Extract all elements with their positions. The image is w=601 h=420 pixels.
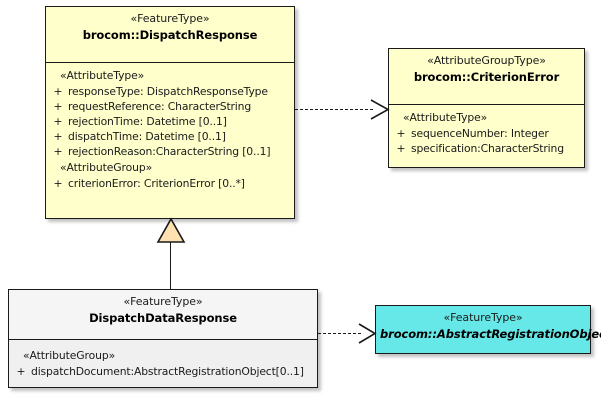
class-body-dispatch-data-response: «AttributeGroup» + dispatchDocument:Abst… (9, 340, 317, 384)
class-header-abstract-registration-object: «FeatureType» brocom::AbstractRegistrati… (376, 306, 601, 353)
attribute-row[interactable]: + responseType: DispatchResponseType (48, 84, 292, 99)
attribute-visibility: + (53, 130, 63, 143)
attribute-visibility: + (396, 127, 406, 140)
class-box-dispatch-data-response[interactable]: «FeatureType» DispatchDataResponse «Attr… (8, 289, 318, 388)
class-header-criterion-error: «AttributeGroupType» brocom::CriterionEr… (389, 49, 584, 105)
attribute-signature: criterionError: CriterionError [0..*] (68, 177, 245, 190)
attribute-visibility: + (53, 177, 63, 190)
attribute-visibility: + (53, 85, 63, 98)
class-stereotype: «FeatureType» (123, 295, 203, 308)
dependency-line-dispatchresponse-criterionerror (295, 109, 373, 110)
attribute-signature: sequenceNumber: Integer (411, 127, 549, 140)
attribute-row[interactable]: + specification:CharacterString (391, 141, 582, 156)
class-name: brocom::DispatchResponse (82, 27, 258, 42)
class-header-dispatch-response: «FeatureType» brocom::DispatchResponse (46, 7, 294, 63)
class-body-dispatch-response: «AttributeType» + responseType: Dispatch… (46, 63, 294, 196)
hollow-triangle-arrowhead-generalization (156, 217, 186, 243)
compartment-group-label: «AttributeType» (403, 111, 488, 124)
class-stereotype: «FeatureType» (443, 311, 523, 324)
attribute-signature: dispatchDocument:AbstractRegistrationObj… (31, 365, 304, 378)
class-name: DispatchDataResponse (89, 310, 237, 325)
attribute-signature: responseType: DispatchResponseType (68, 85, 268, 98)
open-arrowhead-criterionerror (370, 99, 390, 120)
attribute-row[interactable]: + sequenceNumber: Integer (391, 126, 582, 141)
attribute-row[interactable]: + rejectionReason:CharacterString [0..1] (48, 144, 292, 159)
class-header-dispatch-data-response: «FeatureType» DispatchDataResponse (9, 290, 317, 340)
attribute-visibility: + (53, 100, 63, 113)
compartment-group-label: «AttributeType» (60, 69, 145, 82)
attribute-row[interactable]: + dispatchDocument:AbstractRegistrationO… (11, 364, 315, 379)
attribute-row[interactable]: + rejectionTime: Datetime [0..1] (48, 114, 292, 129)
class-stereotype: «FeatureType» (130, 12, 210, 25)
class-body-criterion-error: «AttributeType» + sequenceNumber: Intege… (389, 105, 584, 161)
attribute-visibility: + (53, 115, 63, 128)
compartment-group-label: «AttributeGroup» (60, 161, 153, 174)
dependency-line-dispatchdataresponse-abstractregistrationobject (318, 333, 361, 334)
attribute-signature: dispatchTime: Datetime [0..1] (68, 130, 226, 143)
attribute-row[interactable]: + dispatchTime: Datetime [0..1] (48, 129, 292, 144)
attribute-signature: rejectionTime: Datetime [0..1] (68, 115, 227, 128)
class-name: brocom::AbstractRegistrationObject (380, 326, 601, 341)
attribute-row[interactable]: + requestReference: CharacterString (48, 99, 292, 114)
attribute-visibility: + (16, 365, 26, 378)
class-box-criterion-error[interactable]: «AttributeGroupType» brocom::CriterionEr… (388, 48, 585, 168)
open-arrowhead-abstractregistrationobject (358, 323, 377, 344)
class-name: brocom::CriterionError (413, 69, 560, 84)
compartment-group-label: «AttributeGroup» (23, 349, 116, 362)
attribute-signature: specification:CharacterString (411, 142, 564, 155)
attribute-signature: requestReference: CharacterString (68, 100, 252, 113)
attribute-signature: rejectionReason:CharacterString [0..1] (68, 145, 271, 158)
attribute-visibility: + (53, 145, 63, 158)
class-stereotype: «AttributeGroupType» (427, 54, 546, 67)
class-box-dispatch-response[interactable]: «FeatureType» brocom::DispatchResponse «… (45, 6, 295, 219)
attribute-visibility: + (396, 142, 406, 155)
generalization-line-dispatchdataresponse-dispatchresponse (170, 242, 171, 290)
class-box-abstract-registration-object[interactable]: «FeatureType» brocom::AbstractRegistrati… (375, 305, 601, 354)
attribute-row[interactable]: + criterionError: CriterionError [0..*] (48, 176, 292, 191)
